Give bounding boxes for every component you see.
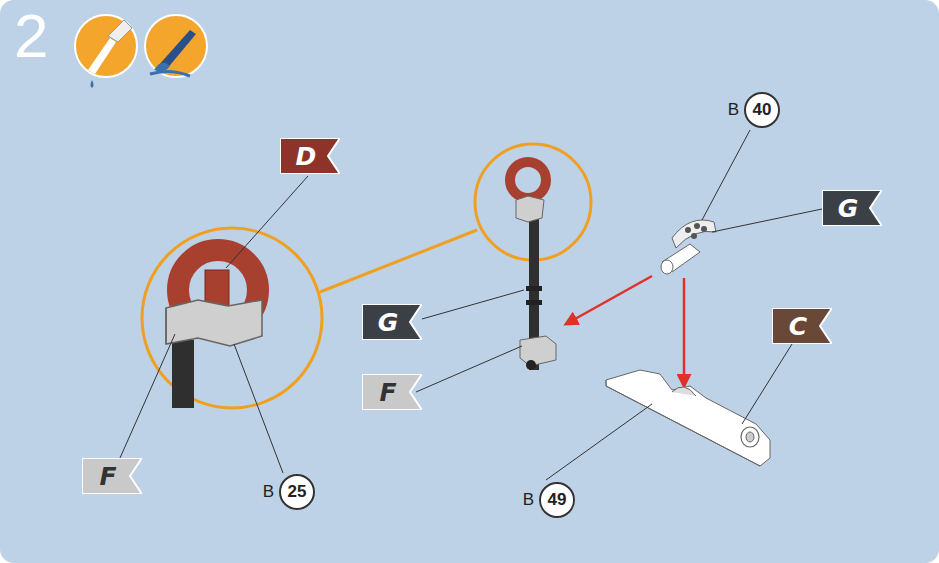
part-flag: F	[362, 374, 422, 410]
assembly-arrow	[683, 278, 686, 386]
leader-lines	[120, 130, 822, 480]
part-flag: F	[82, 458, 142, 494]
flag-fill	[362, 304, 422, 340]
part-flag: G	[362, 304, 422, 340]
illustration-part	[516, 196, 544, 222]
callout-label: B 49	[523, 482, 575, 518]
illustration-part	[691, 233, 697, 239]
part-letter: G	[838, 196, 859, 221]
assembly-arrow	[566, 276, 652, 324]
part-letter: F	[99, 464, 116, 489]
callout-number: 49	[548, 490, 567, 510]
mast-detail	[166, 250, 262, 408]
illustration-part	[108, 20, 132, 42]
part-letter: D	[296, 144, 317, 169]
illustration-part	[150, 71, 190, 76]
step-number: 2	[14, 2, 48, 70]
glue-icon	[75, 15, 137, 88]
illustration-part	[510, 162, 546, 198]
illustration-part	[661, 260, 673, 274]
illustration-part	[526, 360, 536, 370]
illustration-part	[546, 404, 652, 480]
illustration-part	[685, 227, 691, 233]
illustration-part	[702, 130, 750, 220]
part-flag: D	[280, 138, 340, 174]
illustration-part	[88, 38, 116, 74]
illustration-part	[694, 223, 700, 229]
part-letter: F	[379, 380, 396, 405]
flag-fill	[280, 138, 340, 174]
illustration-part	[526, 286, 542, 291]
series-letter: B	[523, 490, 534, 510]
illustration-part	[606, 380, 760, 466]
flag-fill	[822, 190, 882, 226]
illustration-part	[145, 15, 207, 77]
part-flag: C	[772, 308, 832, 344]
zoom-link	[320, 230, 477, 292]
paint-icon	[145, 15, 207, 77]
illustration-part	[165, 308, 167, 344]
callout-circle: 25	[279, 474, 315, 510]
callout-label: B 25	[263, 474, 315, 510]
illustration-part	[741, 427, 759, 447]
illustration-part	[746, 432, 754, 442]
flag-fill	[82, 458, 142, 494]
illustration-part	[520, 336, 556, 366]
series-letter: B	[263, 482, 274, 502]
illustration-part	[742, 344, 792, 424]
callout-circle: 40	[744, 92, 780, 128]
flag-fill	[362, 374, 422, 410]
series-letter: B	[728, 100, 739, 120]
illustration-part	[234, 344, 283, 473]
illustration-part	[91, 80, 94, 88]
callout-number: 40	[753, 100, 772, 120]
pin-part	[661, 220, 716, 274]
illustration-part	[166, 300, 262, 346]
illustration-part	[701, 226, 707, 232]
part-letter: G	[378, 310, 399, 335]
part-flag: G	[822, 190, 882, 226]
flag-fill	[772, 308, 832, 344]
illustration-part	[75, 15, 137, 77]
callout-label: B 40	[728, 92, 780, 128]
illustration-part	[416, 346, 522, 392]
callout-number: 25	[288, 482, 307, 502]
part-letter: C	[789, 314, 807, 339]
mast-part	[510, 162, 556, 370]
callout-circle: 49	[539, 482, 575, 518]
illustration-part	[672, 387, 696, 396]
illustration-part	[226, 176, 308, 268]
illustration-part	[422, 290, 524, 319]
illustration-part	[672, 220, 716, 248]
illustration-part	[712, 209, 822, 232]
zoom-circle	[142, 228, 322, 408]
illustration-part	[120, 334, 175, 458]
illustration-part	[172, 340, 194, 408]
illustration-part	[526, 300, 542, 305]
